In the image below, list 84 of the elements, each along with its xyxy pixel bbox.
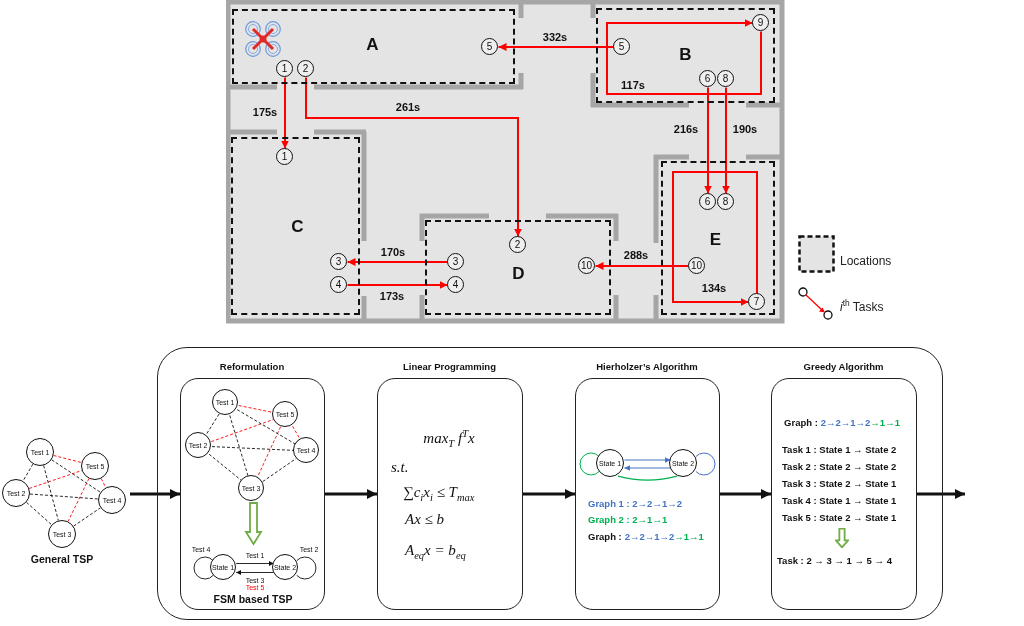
loop-arrow <box>672 171 758 306</box>
edge-label: 216s <box>672 122 700 136</box>
edge-label: 332s <box>541 30 569 44</box>
location-letter: D <box>512 263 525 284</box>
sequence-text: Graph 2 : 2→1→1 <box>588 513 668 525</box>
graph-caption: General TSP <box>30 552 94 566</box>
block-arrow <box>244 502 263 546</box>
edge-label: 117s <box>620 78 646 92</box>
pipeline-panel <box>157 347 943 620</box>
task-mapping: Task 5 : State 2 → State 1 <box>782 511 897 523</box>
arrow <box>346 258 449 266</box>
arrow <box>594 262 690 270</box>
figure-caption: FSM based TSP <box>213 592 293 606</box>
location-letter: B <box>679 44 692 65</box>
stage-heading: Reformulation <box>219 359 285 374</box>
dashed-edge <box>67 478 90 522</box>
stage-heading: Linear Programming <box>403 359 496 374</box>
dashed-edge <box>211 446 295 451</box>
edge-label: 288s <box>622 248 650 262</box>
sequence-text: Graph : <box>588 530 622 542</box>
legend-label: i$^{th}$ Tasks <box>840 301 884 315</box>
arrow <box>346 281 449 289</box>
arrow <box>722 86 730 195</box>
sequence-text: 2→2→1→2 <box>624 530 675 542</box>
task-mapping: Task 3 : State 2 → State 1 <box>782 477 897 489</box>
edge-label: 170s <box>379 245 407 259</box>
location-letter: C <box>291 216 304 237</box>
location-letter: E <box>709 229 722 250</box>
sequence-text: Graph : <box>784 416 818 428</box>
loop-arrow <box>606 19 762 95</box>
dashed-edge <box>236 409 297 445</box>
sequence-text: Graph 1 : 2→2→1→2 <box>588 497 682 509</box>
arrow <box>523 488 575 500</box>
edge-label: 173s <box>378 289 406 303</box>
task-mapping: Task 2 : State 2 → State 2 <box>782 460 897 472</box>
dashed-edge <box>26 501 52 526</box>
edge-label: 175s <box>251 105 279 119</box>
edge-label: 261s <box>394 100 422 114</box>
dashed-edge <box>43 465 59 521</box>
arrow <box>623 465 672 471</box>
dashed-edge <box>229 415 249 477</box>
legend-label: Locations <box>840 255 892 269</box>
dashed-edge <box>205 413 220 436</box>
arrow <box>130 488 180 500</box>
formula: max$_{T}$ f$^{T}$x <box>423 429 475 446</box>
task-mapping: Task 4 : State 1 → State 1 <box>782 494 897 506</box>
arrow <box>281 76 289 150</box>
arrow <box>305 76 522 238</box>
dashed-edge <box>257 426 281 478</box>
formula: ∑c$_{i}$x$_{i}$ ≤ T$_{max}$ <box>403 483 475 500</box>
location-area <box>425 220 611 315</box>
dashed-edge <box>238 405 274 413</box>
location-letter: A <box>366 34 379 55</box>
arrow <box>720 488 771 500</box>
dashed-edge <box>73 507 101 527</box>
formula: Ax ≤ b <box>405 510 445 527</box>
self-loop <box>193 556 214 580</box>
formula: s.t. <box>391 458 409 475</box>
stage-heading: Greedy Algorithm <box>803 359 884 374</box>
dashed-edge <box>292 425 301 441</box>
location-area <box>232 9 515 84</box>
location-area <box>231 137 360 315</box>
edge-label: 190s <box>731 122 759 136</box>
dashed-edge <box>29 493 99 500</box>
self-loop <box>296 556 317 580</box>
sequence-text: →1→1 <box>674 530 704 542</box>
dashed-edge <box>51 459 101 493</box>
edge-label: 134s <box>700 281 728 295</box>
dashed-edge <box>53 455 82 463</box>
dashed-edge <box>22 463 34 482</box>
arrow <box>325 488 377 500</box>
arrow <box>917 488 965 500</box>
sequence-text: 2→2→1→2 <box>820 416 871 428</box>
sequence-text: →1→1 <box>870 416 900 428</box>
dashed-edge <box>262 457 297 483</box>
arrow <box>497 43 615 51</box>
self-loop <box>695 452 716 476</box>
arrow <box>704 86 712 195</box>
arrow <box>623 457 672 463</box>
connector-line <box>617 475 678 481</box>
dashed-edge <box>100 478 107 488</box>
task-order: Task : 2 → 3 → 1 → 5 → 4 <box>777 554 892 566</box>
task-mapping: Task 1 : State 1 → State 2 <box>782 443 897 455</box>
stage-heading: Hierholzer’s Algorithm <box>596 359 698 374</box>
